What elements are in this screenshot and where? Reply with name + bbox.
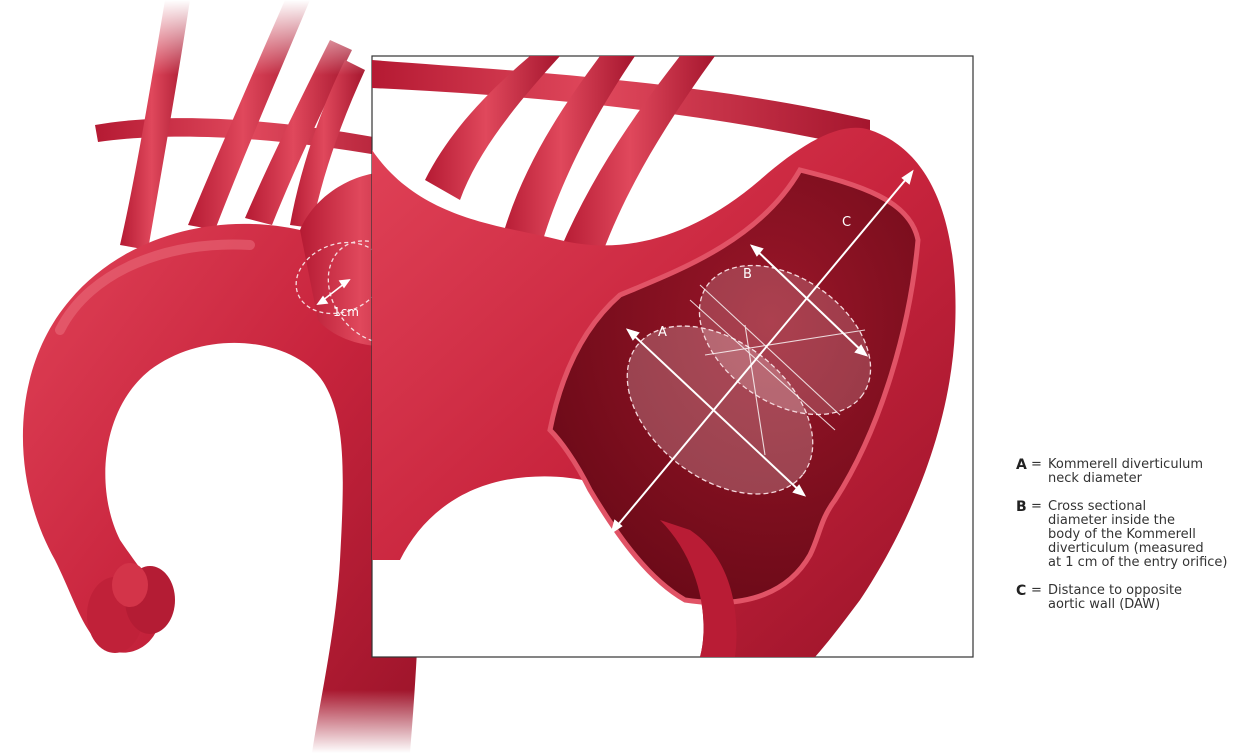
legend-description: Cross sectional diameter inside the body… — [1048, 500, 1241, 570]
legend-description: Kommerell diverticulum neck diameter — [1048, 458, 1241, 486]
legend-key: B — [1016, 500, 1027, 514]
legend-equals: = — [1031, 500, 1042, 514]
legend-equals: = — [1031, 584, 1042, 598]
legend-key: C — [1016, 584, 1026, 598]
legend-description: Distance to opposite aortic wall (DAW) — [1048, 584, 1241, 612]
cutaway-detail-panel: A B C — [372, 56, 973, 657]
label-c: C — [842, 215, 851, 230]
legend-key: A — [1016, 458, 1027, 472]
legend-item-c: C = Distance to opposite aortic wall (DA… — [1016, 584, 1241, 612]
legend-item-a: A = Kommerell diverticulum neck diameter — [1016, 458, 1241, 486]
label-a: A — [658, 325, 667, 340]
one-cm-label: 1cm — [333, 305, 359, 319]
legend-equals: = — [1031, 458, 1042, 472]
legend-item-b: B = Cross sectional diameter inside the … — [1016, 500, 1241, 570]
legend: A = Kommerell diverticulum neck diameter… — [1016, 458, 1241, 626]
label-b: B — [743, 267, 752, 282]
